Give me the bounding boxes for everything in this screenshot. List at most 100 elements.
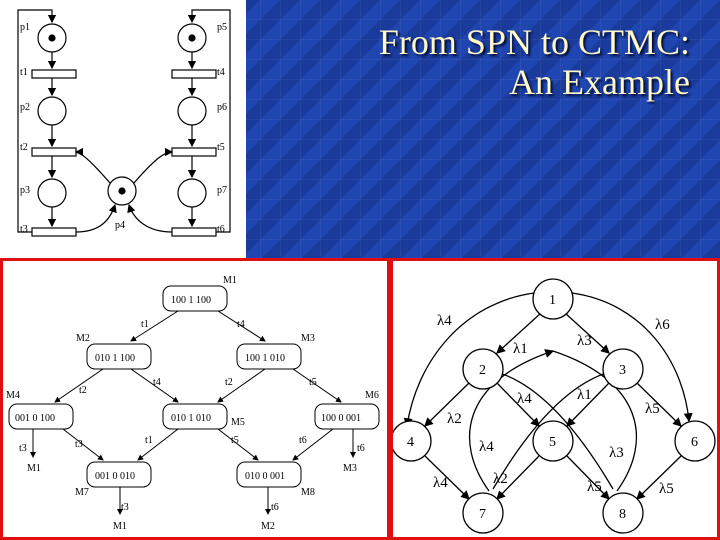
- label-t5: t5: [217, 142, 225, 153]
- reach-nodes: 100 1 100 M1 010 1 100 M2 100 1 010 M3 0…: [6, 275, 380, 498]
- rate-0: λ1: [513, 341, 528, 357]
- marking-state-M1: 100 1 100: [171, 295, 211, 306]
- state-8: [602, 492, 644, 534]
- marking-box-M6: [314, 403, 380, 430]
- edge-label-9: t6: [299, 435, 307, 446]
- rate-6: λ5: [645, 401, 660, 417]
- place-p4: [107, 176, 137, 206]
- rate-5: λ4: [517, 391, 532, 407]
- slide-title: From SPN to CTMC: An Example: [379, 22, 690, 102]
- state-label-2: 2: [479, 363, 486, 378]
- petri-net-panel: p1 t1 p2 t2 p3 t3 p4 p5 t4 p6 t5 p7 t6: [0, 0, 246, 258]
- marking-box-M2: [86, 343, 152, 370]
- state-label-8: 8: [619, 507, 626, 522]
- label-t3: t3: [20, 224, 28, 235]
- state-label-6: 6: [691, 435, 698, 450]
- ctmc-panel: 1 2 3 4 5 6 7 8 λ1 λ4 λ3 λ6 λ1 λ4 λ5 λ2 …: [390, 258, 720, 540]
- rate-2: λ3: [577, 333, 592, 349]
- state-label-4: 4: [407, 435, 414, 450]
- label-p4: p4: [115, 220, 125, 231]
- edge-label-8: t5: [231, 435, 239, 446]
- marking-label-M3: M3: [301, 333, 315, 344]
- state-4: [393, 420, 432, 462]
- petri-net-diagram: p1 t1 p2 t2 p3 t3 p4 p5 t4 p6 t5 p7 t6: [17, 9, 231, 237]
- marking-label-M5: M5: [231, 417, 245, 428]
- edge-label-5: t5: [309, 377, 317, 388]
- label-t6: t6: [217, 224, 225, 235]
- left-chain: [17, 9, 77, 237]
- transition-t4: [171, 69, 217, 79]
- state-5: [532, 420, 574, 462]
- label-p2: p2: [20, 102, 30, 113]
- marking-box-M3: [236, 343, 302, 370]
- edge-label-4: t2: [225, 377, 233, 388]
- edge-label-1: t4: [237, 319, 245, 330]
- state-7: [462, 492, 504, 534]
- state-2: [462, 348, 504, 390]
- loop-label-4: t3: [19, 443, 27, 454]
- loop-target-6: M3: [343, 463, 357, 474]
- state-1: [532, 278, 574, 320]
- edge-label-2: t2: [79, 385, 87, 396]
- label-p5: p5: [217, 22, 227, 33]
- edge-label-6: t3: [75, 439, 83, 450]
- rate-7: λ2: [447, 411, 462, 427]
- place-p3: [37, 178, 67, 208]
- place-p2: [37, 96, 67, 126]
- reach-edge-labels: t1 t4 t2 t4 t2 t5 t3 t1 t5 t6 t3 t6 t3 t…: [19, 319, 365, 532]
- reach-edges: [30, 310, 356, 515]
- place-p7: [177, 178, 207, 208]
- marking-state-M3: 100 1 010: [245, 353, 285, 364]
- transition-t3: [31, 227, 77, 237]
- rate-4: λ1: [577, 387, 592, 403]
- loop-target-8: M2: [261, 521, 275, 532]
- marking-label-M7: M7: [75, 487, 89, 498]
- label-p1: p1: [20, 22, 30, 33]
- marking-label-M6: M6: [365, 390, 379, 401]
- reachability-graph: 100 1 100 M1 010 1 100 M2 100 1 010 M3 0…: [6, 275, 380, 532]
- edge-label-10: t3: [121, 502, 129, 513]
- token-p5: [188, 34, 196, 42]
- edge-label-3: t4: [153, 377, 161, 388]
- marking-state-M8: 010 0 001: [245, 471, 285, 482]
- title-line-1: From SPN to CTMC:: [378, 22, 690, 62]
- token-p4: [118, 187, 126, 195]
- loop-label-6: t6: [357, 443, 365, 454]
- state-label-5: 5: [549, 435, 556, 450]
- state-3: [602, 348, 644, 390]
- place-p6: [177, 96, 207, 126]
- marking-state-M4: 001 0 100: [15, 413, 55, 424]
- label-t2: t2: [20, 142, 28, 153]
- marking-state-M6: 100 0 001: [321, 413, 361, 424]
- label-p7: p7: [217, 185, 227, 196]
- marking-box-M1: [162, 285, 228, 312]
- transition-t5: [171, 147, 217, 157]
- marking-label-M8: M8: [301, 487, 315, 498]
- label-p3: p3: [20, 185, 30, 196]
- marking-box-M5: [162, 403, 228, 430]
- rate-9: λ5: [587, 479, 602, 495]
- state-label-3: 3: [619, 363, 626, 378]
- state-label-7: 7: [479, 507, 486, 522]
- transition-t2: [31, 147, 77, 157]
- label-t4: t4: [217, 67, 225, 78]
- loop-target-4: M1: [27, 463, 41, 474]
- ctmc-edges: [403, 292, 693, 500]
- shared-resource: [74, 147, 174, 233]
- marking-state-M7: 001 0 010: [95, 471, 135, 482]
- transition-t6: [171, 227, 217, 237]
- label-p6: p6: [217, 102, 227, 113]
- edge-label-7: t1: [145, 435, 153, 446]
- label-t1: t1: [20, 67, 28, 78]
- loop-target-7: M1: [113, 521, 127, 532]
- marking-label-M1: M1: [223, 275, 237, 286]
- state-label-1: 1: [549, 293, 556, 308]
- rate-3: λ6: [655, 317, 670, 333]
- reachability-graph-panel: 100 1 100 M1 010 1 100 M2 100 1 010 M3 0…: [0, 258, 390, 540]
- rate-10: λ3: [609, 445, 624, 461]
- state-6: [674, 420, 716, 462]
- marking-label-M4: M4: [6, 390, 20, 401]
- transition-t1: [31, 69, 77, 79]
- marking-box-M8: [236, 461, 302, 488]
- title-line-2: An Example: [509, 62, 690, 102]
